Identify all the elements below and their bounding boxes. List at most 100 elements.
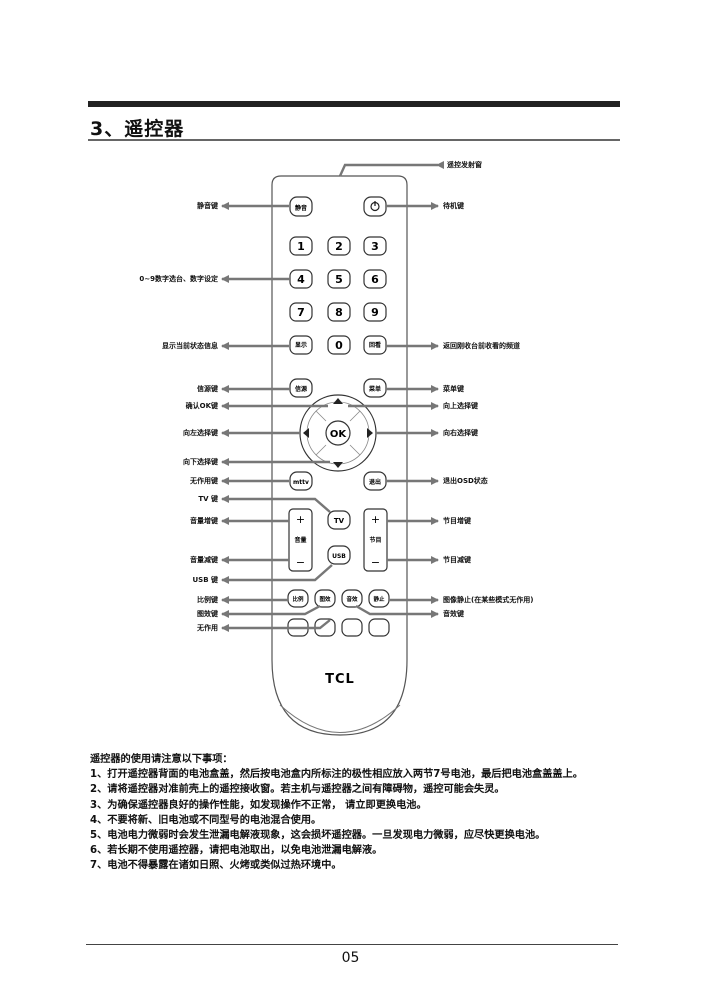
mttv-button[interactable]: mttv	[289, 471, 313, 491]
note-item: 1、打开遥控器背面的电池盒盖，然后按电池盒内所标注的极性相应放入两节7号电池，最…	[90, 769, 583, 781]
note-item: 6、若长期不使用遥控器，请把电池取出，以免电池泄漏电解液。	[90, 845, 383, 857]
label-standby-key: 待机键	[443, 202, 464, 210]
volume-rocker[interactable]: + 音量 −	[288, 508, 313, 572]
label-ok-key: 确认OK键	[185, 402, 218, 410]
svg-text:2: 2	[335, 240, 343, 253]
left-arrow-icon	[303, 428, 309, 438]
svg-text:退出: 退出	[369, 478, 381, 486]
svg-text:静音: 静音	[295, 204, 307, 212]
svg-text:音量: 音量	[294, 536, 306, 544]
svg-text:图效: 图效	[319, 595, 331, 603]
digit-3-button[interactable]: 3	[363, 236, 387, 256]
label-down-key: 向下选择键	[183, 458, 218, 466]
svg-text:静止: 静止	[373, 595, 385, 603]
notes-heading: 遥控器的使用请注意以下事项：	[90, 754, 233, 765]
label-source-key: 信源键	[197, 385, 218, 393]
label-freeze-key: 图像静止(在某些模式无作用)	[443, 596, 534, 604]
label-right-key: 向右选择键	[443, 429, 478, 437]
title-underline	[88, 139, 620, 141]
svg-text:显示: 显示	[295, 341, 307, 349]
channel-rocker[interactable]: + 节目 −	[363, 508, 388, 572]
digit-7-button[interactable]: 7	[289, 302, 313, 322]
usb-button[interactable]: USB	[327, 545, 351, 565]
note-item: 5、电池电力微弱时会发生泄漏电解液现象，这会损坏遥控器。一旦发现电力微弱，应尽快…	[90, 830, 546, 842]
label-show-info: 显示当前状态信息	[162, 342, 218, 350]
note-item: 3、为确保遥控器良好的操作性能，如发现操作不正常， 请立即更换电池。	[90, 799, 427, 811]
label-vol-up: 音量增键	[190, 517, 218, 525]
svg-text:1: 1	[297, 240, 305, 253]
label-menu-key: 菜单键	[443, 385, 464, 393]
svg-text:OK: OK	[330, 429, 348, 440]
label-ch-down: 节目减键	[443, 556, 471, 564]
usage-notes: 遥控器的使用请注意以下事项： 1、打开遥控器背面的电池盒盖，然后按电池盒内所标注…	[90, 752, 630, 874]
right-arrow-icon	[367, 428, 373, 438]
label-exit-osd: 退出OSD状态	[443, 477, 488, 485]
label-digits: 0~9数字选台、数字设定	[139, 275, 218, 283]
svg-text:比例: 比例	[292, 595, 304, 603]
svg-text:TV: TV	[334, 517, 345, 525]
remote-bottom-curve	[279, 704, 401, 733]
label-ratio-key: 比例键	[197, 596, 218, 604]
digit-8-button[interactable]: 8	[327, 302, 351, 322]
digit-1-button[interactable]: 1	[289, 236, 313, 256]
digit-9-button[interactable]: 9	[363, 302, 387, 322]
svg-text:mttv: mttv	[293, 479, 309, 486]
section-title: 3、遥控器	[90, 118, 185, 140]
mute-button[interactable]: 静音	[289, 196, 313, 217]
power-button[interactable]	[363, 196, 387, 217]
sound-button[interactable]: 音效	[341, 589, 363, 608]
recall-button[interactable]: 回看	[363, 335, 387, 355]
svg-text:0: 0	[335, 339, 343, 352]
digit-6-button[interactable]: 6	[363, 269, 387, 289]
digit-2-button[interactable]: 2	[327, 236, 351, 256]
svg-text:节目: 节目	[369, 536, 381, 544]
top-rule	[88, 101, 620, 107]
label-no-function: 无作用	[197, 624, 218, 632]
svg-text:USB: USB	[332, 553, 346, 560]
svg-text:+: +	[371, 513, 380, 526]
ok-button[interactable]: OK	[325, 420, 351, 446]
svg-text:9: 9	[371, 306, 379, 319]
svg-text:菜单: 菜单	[368, 385, 381, 393]
label-usb-key: USB 键	[192, 576, 219, 584]
footer-rule	[86, 944, 618, 945]
svg-text:+: +	[296, 513, 305, 526]
source-button[interactable]: 信源	[289, 378, 313, 398]
label-sound-key: 音效键	[443, 610, 464, 618]
tv-button[interactable]: TV	[327, 510, 351, 530]
svg-text:5: 5	[335, 273, 343, 286]
brand-logo: TCL	[325, 672, 355, 687]
svg-text:7: 7	[297, 306, 305, 319]
up-arrow-icon	[333, 398, 343, 404]
label-ch-up: 节目增键	[443, 517, 471, 525]
svg-text:3: 3	[371, 240, 379, 253]
label-vol-down: 音量减键	[190, 556, 218, 564]
digit-5-button[interactable]: 5	[327, 269, 351, 289]
picture-button[interactable]: 图效	[314, 589, 336, 608]
label-left-key: 向左选择键	[183, 429, 218, 437]
label-picture-key: 图效键	[197, 610, 218, 618]
label-recall-channel: 返回刚收台前收看的频道	[443, 342, 520, 350]
label-tv-key: TV 键	[198, 495, 218, 503]
down-arrow-icon	[333, 462, 343, 468]
display-button[interactable]: 显示	[289, 335, 313, 355]
svg-text:−: −	[371, 556, 380, 569]
exit-button[interactable]: 退出	[363, 471, 387, 491]
label-mute-key: 静音键	[197, 202, 218, 210]
label-up-key: 向上选择键	[443, 402, 478, 410]
svg-text:信源: 信源	[295, 385, 307, 393]
svg-text:−: −	[296, 556, 305, 569]
freeze-button[interactable]: 静止	[368, 589, 390, 608]
digit-0-button[interactable]: 0	[327, 335, 351, 355]
ratio-button[interactable]: 比例	[287, 589, 309, 608]
note-item: 7、电池不得暴露在诸如日照、火烤或类似过热环境中。	[90, 860, 342, 872]
svg-text:音效: 音效	[346, 595, 358, 603]
svg-text:4: 4	[297, 273, 305, 286]
menu-button[interactable]: 菜单	[363, 378, 387, 398]
page-number: 05	[341, 950, 360, 966]
label-unused-key: 无作用键	[190, 477, 218, 485]
digit-4-button[interactable]: 4	[289, 269, 313, 289]
label-ir-window: 遥控发射窗	[447, 161, 482, 169]
svg-text:6: 6	[371, 273, 379, 286]
